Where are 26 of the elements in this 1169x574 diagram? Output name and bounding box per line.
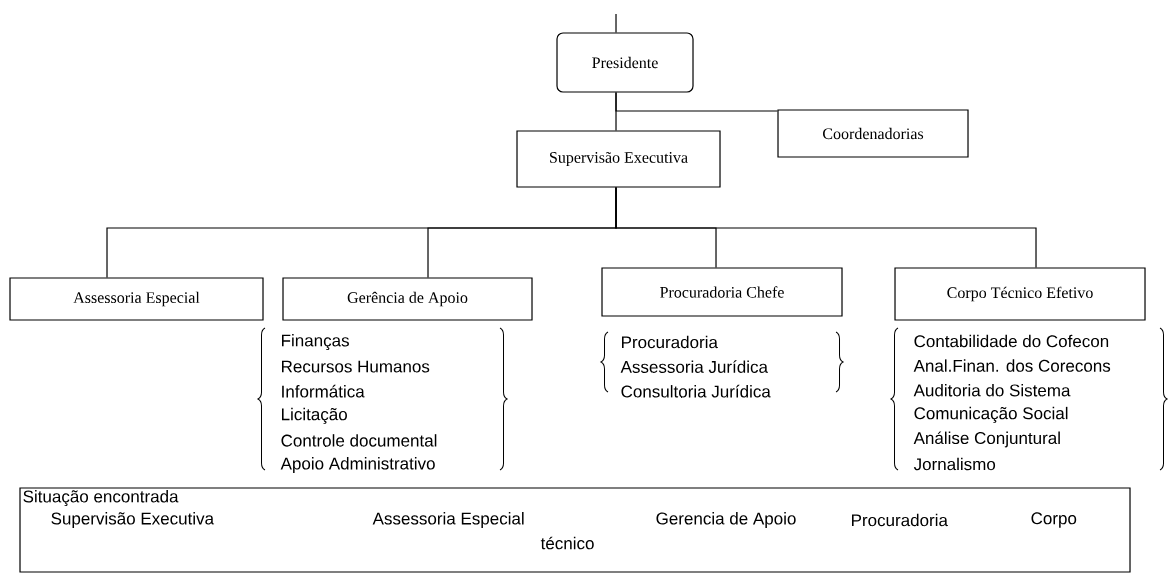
list-item: Consultoria Jurídica <box>621 384 771 398</box>
rounded-box: Presidente <box>556 32 694 93</box>
list-item: Licitação <box>282 407 347 424</box>
org-box: Coordenadorias <box>777 109 969 158</box>
list-item: Jornalismo <box>913 457 996 471</box>
connector-line <box>615 13 617 33</box>
list-item: Comunicação Social <box>914 406 1068 423</box>
connector-line <box>615 92 778 112</box>
list-item: Recursos Humanos <box>282 360 430 373</box>
list-item: Contabilidade do Cofecon <box>914 334 1109 348</box>
list-item: Controle documental <box>281 434 437 447</box>
org-box: Gerência de Apoio <box>282 277 533 321</box>
list-item: Análise Conjuntural <box>913 431 1060 448</box>
list-item: Procuradoria <box>622 335 718 349</box>
list-item: Auditoria do Sistema <box>913 383 1071 397</box>
list-item: Finanças <box>282 334 349 350</box>
org-box: Procuradoria Chefe <box>601 267 843 317</box>
list-item: Assessoria Jurídica <box>620 360 768 373</box>
org-box: Assessoria Especial <box>9 277 264 321</box>
findings-box: Situação encontrada Supervisão Executiva Assessoria Especial Gerencia de Apoio Procuradoria Corpo técnico <box>19 487 1131 573</box>
list-item: Anal.Finan. dos Corecons <box>913 359 1111 372</box>
list-item: Apoio Administrativo <box>280 457 435 473</box>
connector-line <box>615 187 1037 268</box>
list-item: Informática <box>282 384 365 398</box>
org-box: Corpo Técnico Efetivo <box>894 267 1146 321</box>
org-box: Supervisão Executiva <box>516 130 721 188</box>
